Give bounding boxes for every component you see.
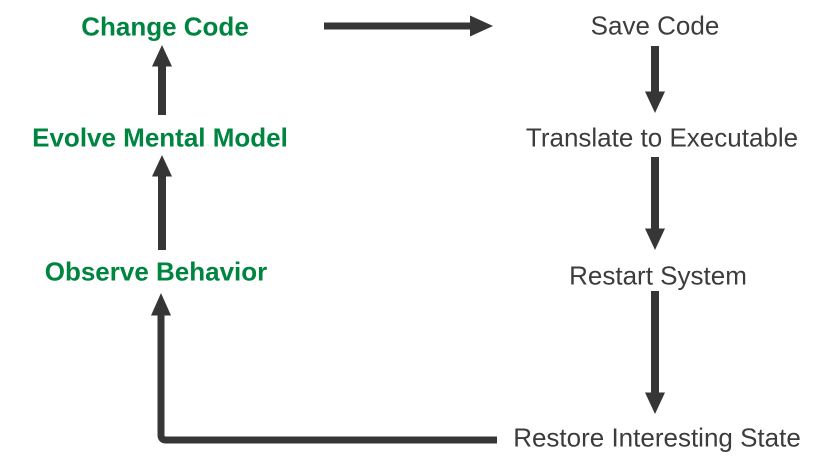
arrow-change-to-save-icon — [324, 15, 493, 37]
node-save-code: Save Code — [590, 10, 720, 41]
node-translate-to-executable: Translate to Executable — [525, 122, 799, 153]
arrow-restart-to-restore-icon — [645, 291, 665, 414]
arrow-evolve-to-change-icon — [152, 45, 172, 115]
node-evolve-mental-model: Evolve Mental Model — [32, 122, 288, 153]
node-restart-system: Restart System — [569, 260, 747, 291]
arrow-restore-to-observe-icon — [151, 293, 497, 444]
node-change-code: Change Code — [81, 11, 249, 42]
node-restore-interesting-state: Restore Interesting State — [513, 422, 801, 453]
node-observe-behavior: Observe Behavior — [44, 256, 268, 287]
arrow-save-to-translate-icon — [645, 46, 665, 113]
arrow-observe-to-evolve-icon — [152, 155, 172, 250]
arrow-translate-to-restart-icon — [645, 157, 665, 250]
